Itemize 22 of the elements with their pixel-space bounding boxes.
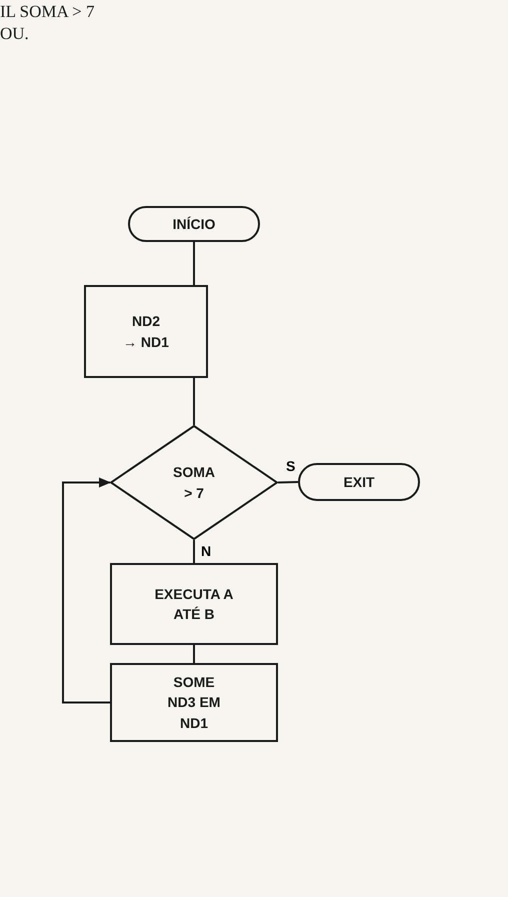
node-text: EXIT (343, 472, 375, 492)
process-box (110, 563, 278, 645)
connector-line (193, 645, 195, 663)
connector-line (193, 242, 195, 285)
node-text: SOMA > 7 (172, 463, 216, 502)
process-box (110, 663, 278, 742)
node-text: ND2 (130, 312, 161, 332)
arrow (62, 478, 111, 704)
node-text: SOME ND3 EM ND1 (166, 673, 222, 733)
decision-diamond (110, 425, 278, 540)
process-box (84, 285, 208, 378)
terminal-box (128, 206, 260, 242)
connector-line (193, 378, 195, 425)
note-text: OU. (0, 24, 29, 44)
node-text: EXECUTA A ATÉ B (154, 584, 234, 624)
node-text: → ND1 (122, 332, 170, 352)
note-text: IL SOMA > 7 (0, 2, 94, 22)
edge-label: S (284, 458, 298, 474)
node-text: INÍCIO (172, 214, 216, 234)
connector-line (278, 481, 298, 484)
terminal-box (298, 463, 420, 501)
connector-line (193, 540, 195, 563)
